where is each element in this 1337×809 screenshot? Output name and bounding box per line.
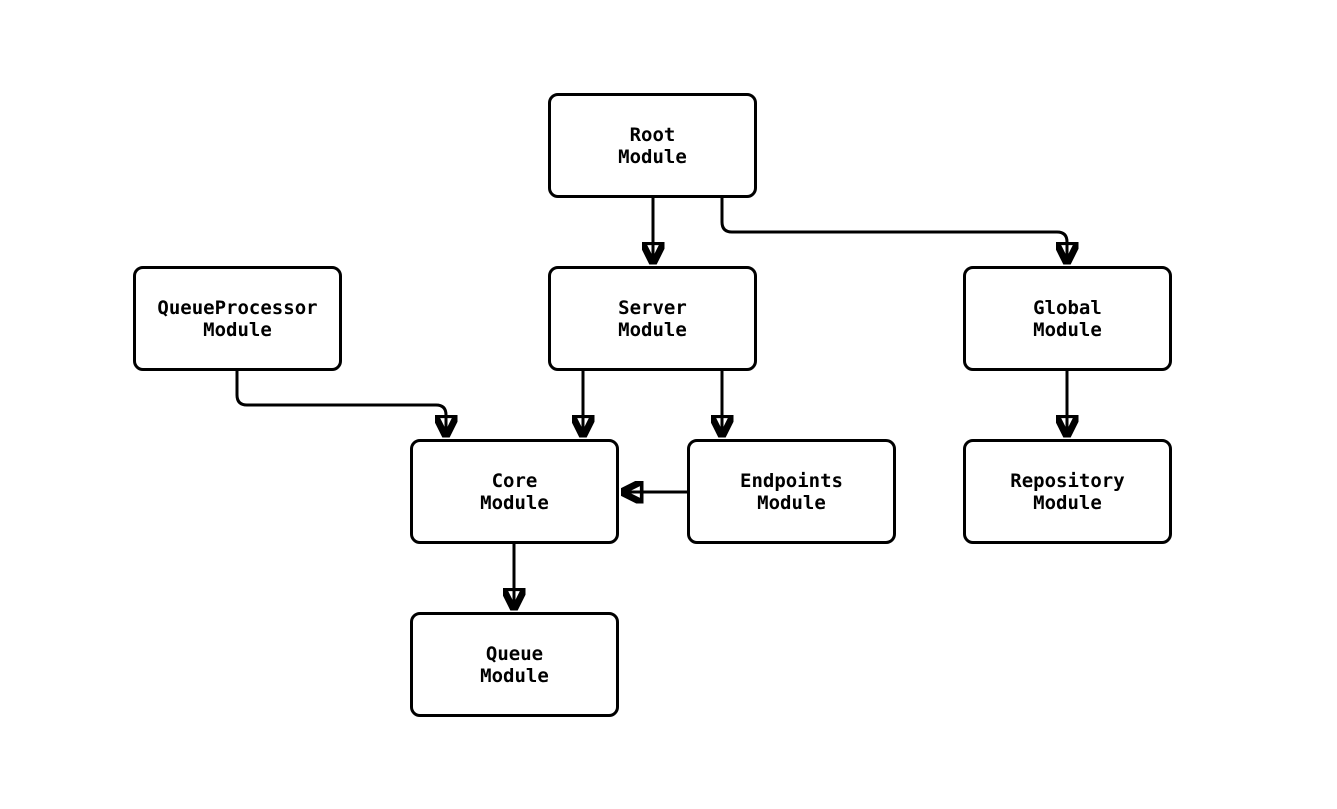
node-core-module: Core Module bbox=[410, 439, 619, 544]
edge-queueprocessor-to-core bbox=[235, 371, 446, 435]
node-repository-module-label: Repository Module bbox=[1010, 469, 1125, 514]
node-queue-module: Queue Module bbox=[410, 612, 619, 717]
node-server-module-label: Server Module bbox=[618, 296, 687, 341]
node-server-module: Server Module bbox=[548, 266, 757, 371]
edge-root-to-global bbox=[720, 198, 1067, 262]
node-queueprocessor-module: QueueProcessor Module bbox=[133, 266, 342, 371]
node-global-module: Global Module bbox=[963, 266, 1172, 371]
node-queueprocessor-module-label: QueueProcessor Module bbox=[157, 296, 318, 341]
node-endpoints-module: Endpoints Module bbox=[687, 439, 896, 544]
node-queue-module-label: Queue Module bbox=[480, 642, 549, 687]
node-endpoints-module-label: Endpoints Module bbox=[740, 469, 843, 514]
node-global-module-label: Global Module bbox=[1033, 296, 1102, 341]
node-core-module-label: Core Module bbox=[480, 469, 549, 514]
node-root-module: Root Module bbox=[548, 93, 757, 198]
node-repository-module: Repository Module bbox=[963, 439, 1172, 544]
node-root-module-label: Root Module bbox=[618, 123, 687, 168]
